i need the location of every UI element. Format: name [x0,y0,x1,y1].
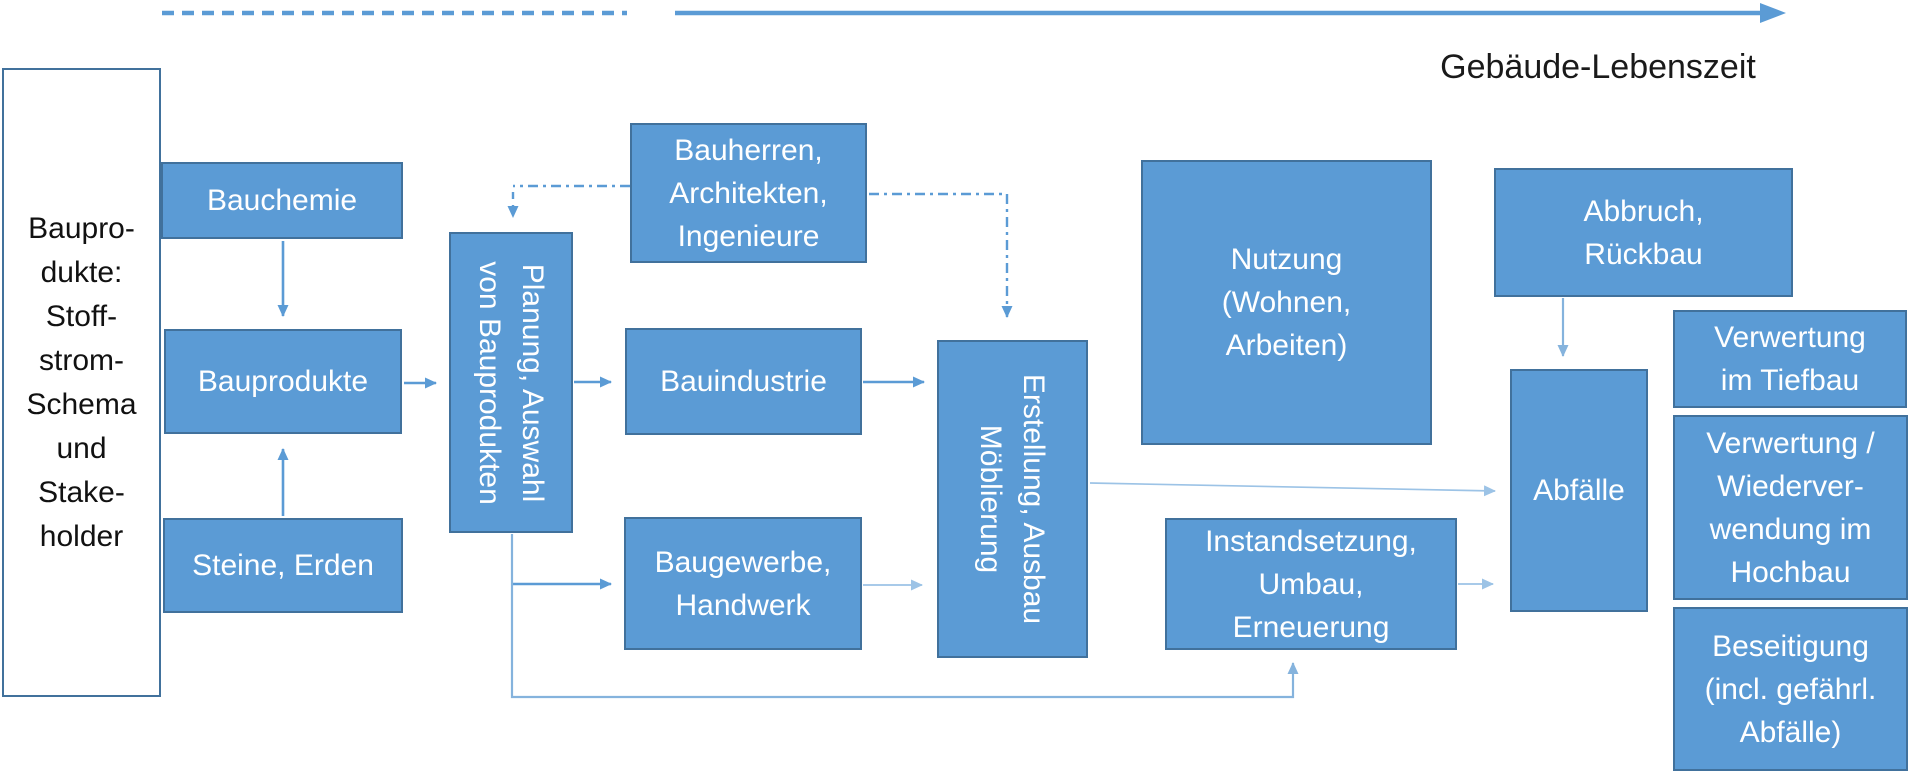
text-line: Ingenieure [677,219,820,253]
text-line: Beseitigung [1712,629,1869,663]
text-line: Stake- [38,475,125,509]
text-line: Abbruch, [1583,194,1704,228]
text-line: Nutzung [1230,243,1343,276]
text-line: Umbau, [1258,567,1364,601]
text-line: Erstellung, Ausbau [1017,373,1051,625]
box-steine-erden-label: Steine, Erden [192,549,374,582]
text-line: Stoff- [45,299,118,333]
box-steine-erden: Steine, Erden [163,518,403,613]
box-abbruch-rueckbau: Abbruch, Rückbau [1494,168,1793,297]
text-line: Wiederver- [1717,469,1864,503]
dashdot-bauherren-to-erstellung [846,192,1013,318]
text-line: Baugewerbe, [654,545,832,579]
box-bauprodukte: Bauprodukte [164,329,402,434]
text-line: Verwertung / [1706,426,1875,460]
path-planung-to-instandsetzung [510,534,1299,699]
text-line: Bauherren, [674,133,823,167]
arrow-erstellung-to-abfaelle [1089,482,1496,497]
text-line: im Tiefbau [1720,364,1860,397]
box-bauchemie: Bauchemie [161,162,403,239]
box-erstellung-ausbau: Erstellung, Ausbau Möblierung [937,340,1088,658]
box-planung-auswahl-label: Planung, Auswahl von Bauprodukten [468,261,554,505]
box-baugewerbe-handwerk: Baugewerbe, Handwerk [624,517,862,650]
text-line: wendung im [1709,512,1872,546]
text-line: Arbeiten) [1225,329,1348,362]
text-line: (incl. gefährl. [1704,672,1877,706]
box-verwertung-tiefbau: Verwertung im Tiefbau [1673,310,1907,408]
box-nutzung: Nutzung (Wohnen, Arbeiten) [1141,160,1432,445]
text-line: Verwertung [1714,321,1866,354]
text-line: Instandsetzung, [1205,524,1417,558]
box-bauherren-architekten: Bauherren, Architekten, Ingenieure [630,123,867,263]
text-line: von Bauprodukten [473,260,507,505]
box-planung-auswahl: Planung, Auswahl von Bauprodukten [449,232,573,533]
box-bauindustrie: Bauindustrie [625,328,862,435]
text-line: Architekten, [669,176,828,210]
text-line: Möblierung [974,424,1008,574]
box-bauindustrie-label: Bauindustrie [660,365,827,398]
box-verwertung-hochbau: Verwertung / Wiederver-wendung im Hochbau [1673,415,1908,600]
text-line: Baupro- [28,211,135,245]
box-abfaelle: Abfälle [1510,369,1648,612]
text-line: Erneuerung [1232,610,1390,644]
text-line: und [56,431,107,465]
text-line: Planung, Auswahl [516,263,550,502]
box-erstellung-ausbau-label: Erstellung, Ausbau Möblierung [970,374,1056,624]
timeline-label: Gebäude-Lebenszeit [1440,48,1756,86]
text-line: Handwerk [675,588,811,622]
text-line: strom- [39,343,124,377]
box-abfaelle-label: Abfälle [1533,474,1625,507]
box-beseitigung: Beseitigung (incl. gefährl. Abfälle) [1673,607,1908,771]
text-line: Schema [26,387,137,421]
text-line: Abfälle) [1739,715,1842,749]
text-line: Rückbau [1584,237,1703,271]
text-line: (Wohnen, [1221,286,1352,319]
text-line: Hochbau [1730,555,1851,589]
text-line: holder [39,519,124,553]
box-instandsetzung: Instandsetzung, Umbau, Erneuerung [1165,518,1457,650]
text-line: dukte: [40,255,123,289]
box-bauprodukte-label: Bauprodukte [197,365,369,398]
box-bauchemie-label: Bauchemie [206,184,358,217]
